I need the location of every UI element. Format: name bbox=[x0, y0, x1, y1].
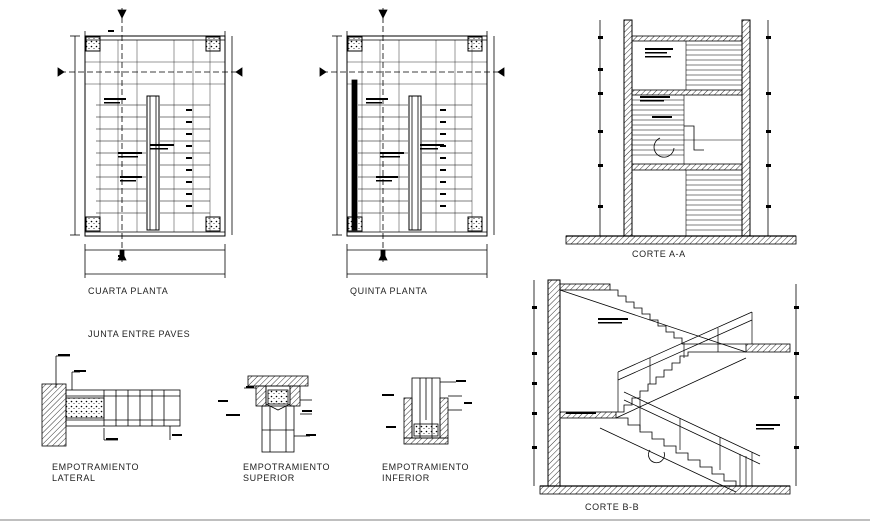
emp-inferior-label-line1: EMPOTRAMIENTO bbox=[382, 462, 470, 472]
emp-superior-label-line1: EMPOTRAMIENTO bbox=[243, 462, 331, 472]
quinta-planta-label: QUINTA PLANTA bbox=[350, 286, 428, 296]
emp-lateral-label-line1: EMPOTRAMIENTO bbox=[52, 462, 140, 472]
empotramiento-lateral-detail bbox=[41, 354, 182, 447]
emp-lateral-label-line2: LATERAL bbox=[52, 473, 96, 483]
corte-aa-label: CORTE A-A bbox=[632, 249, 686, 259]
cuarta-planta-plan bbox=[57, 8, 243, 278]
empotramiento-inferior-detail bbox=[382, 377, 472, 445]
corte-bb-label: CORTE B-B bbox=[585, 502, 640, 512]
corte-bb-section bbox=[532, 279, 799, 495]
emp-inferior-label-line2: INFERIOR bbox=[382, 473, 430, 483]
cuarta-planta-label: CUARTA PLANTA bbox=[88, 286, 169, 296]
corte-aa-section bbox=[565, 19, 797, 245]
junta-entre-paves-label: JUNTA ENTRE PAVES bbox=[88, 329, 191, 339]
empotramiento-superior-detail bbox=[218, 375, 316, 453]
quinta-planta-plan bbox=[319, 8, 505, 278]
emp-superior-label-line2: SUPERIOR bbox=[243, 473, 295, 483]
